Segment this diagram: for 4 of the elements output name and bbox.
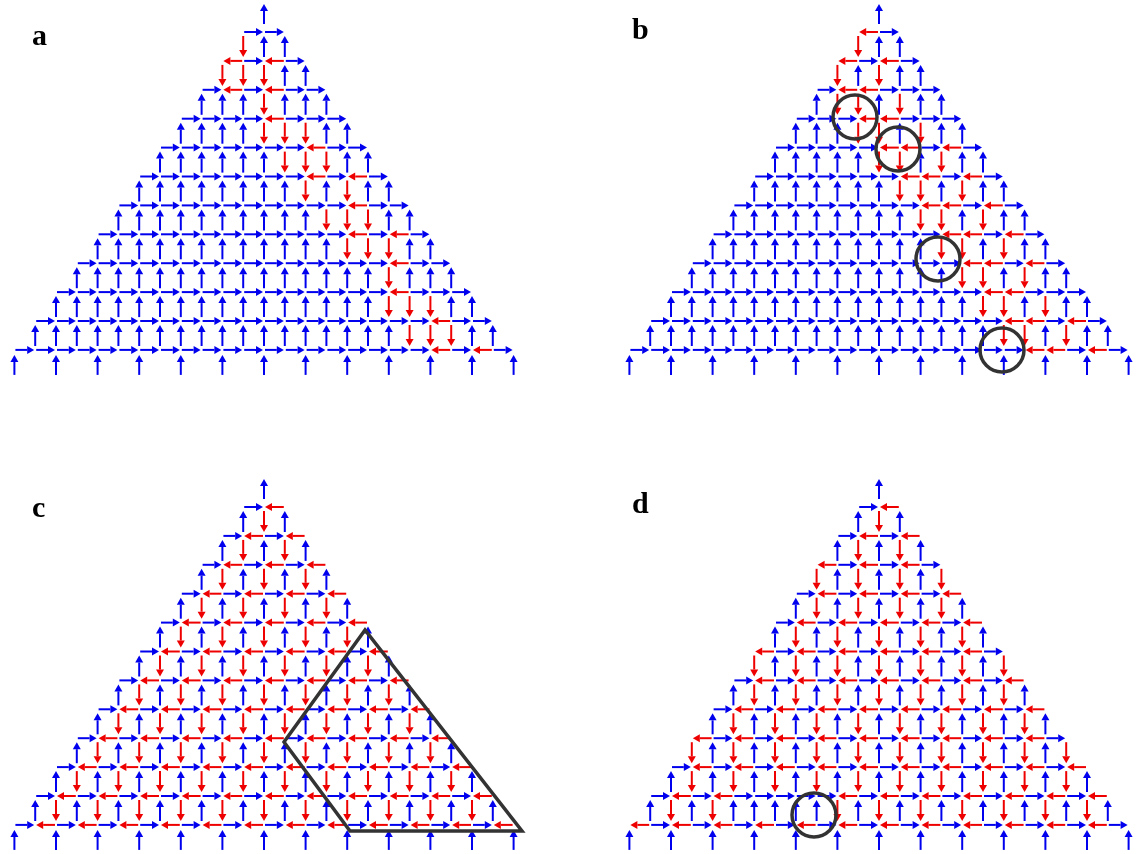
panel-label: d — [632, 488, 649, 518]
panel-label: a — [32, 20, 47, 50]
panel-label: c — [32, 492, 46, 522]
panel-label: b — [632, 14, 649, 44]
